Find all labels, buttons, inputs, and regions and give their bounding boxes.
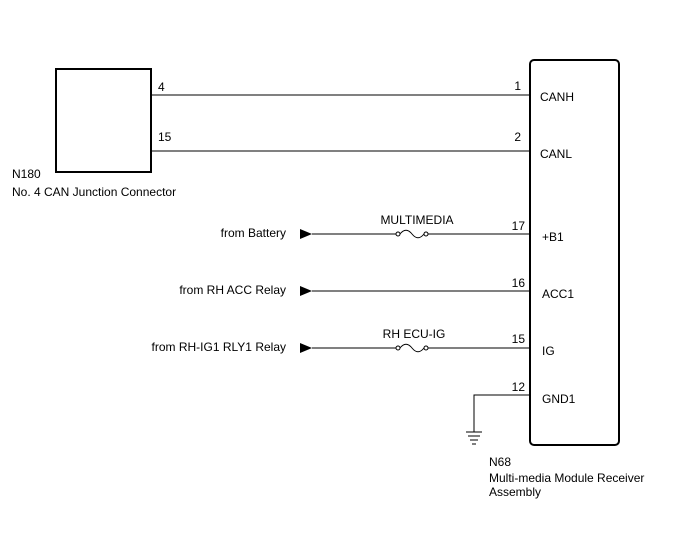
source-acc-relay-label: from RH ACC Relay — [179, 283, 286, 297]
multimedia-fuse — [395, 229, 429, 239]
junction-connector-box — [55, 68, 152, 173]
receiver-pin-17-number: 17 — [512, 219, 526, 233]
receiver-pin-1-number: 1 — [514, 79, 521, 93]
rh-ecu-ig-fuse-label: RH ECU-IG — [383, 327, 446, 341]
receiver-box — [529, 59, 620, 446]
junction-pin-15-number: 15 — [158, 130, 172, 144]
receiver-pin-canh-label: CANH — [540, 90, 574, 104]
source-ig1-relay-arrow — [300, 343, 312, 353]
receiver-code: N68 — [489, 455, 511, 469]
receiver-pin-b1-label: +B1 — [542, 230, 564, 244]
source-battery-label: from Battery — [221, 226, 286, 240]
junction-pin-4-number: 4 — [158, 80, 165, 94]
source-ig1-relay-label: from RH-IG1 RLY1 Relay — [152, 340, 286, 354]
receiver-name-line2: Assembly — [489, 485, 541, 499]
receiver-pin-acc1-label: ACC1 — [542, 287, 574, 301]
multimedia-fuse-label: MULTIMEDIA — [380, 213, 453, 227]
junction-connector-name: No. 4 CAN Junction Connector — [12, 185, 176, 199]
ground-wire — [473, 394, 530, 432]
ground-icon — [466, 431, 482, 445]
receiver-pin-ig-label: IG — [542, 344, 555, 358]
receiver-pin-16-number: 16 — [512, 276, 526, 290]
junction-connector-code: N180 — [12, 167, 41, 181]
source-battery-arrow — [300, 229, 312, 239]
receiver-pin-gnd1-label: GND1 — [542, 392, 576, 406]
receiver-pin-2-number: 2 — [514, 130, 521, 144]
receiver-pin-12-number: 12 — [512, 380, 526, 394]
source-acc-relay-arrow — [300, 286, 312, 296]
receiver-name-line1: Multi-media Module Receiver — [489, 471, 644, 485]
receiver-pin-canl-label: CANL — [540, 147, 572, 161]
receiver-pin-15-number: 15 — [512, 332, 526, 346]
rh-ecu-ig-fuse — [395, 343, 429, 353]
